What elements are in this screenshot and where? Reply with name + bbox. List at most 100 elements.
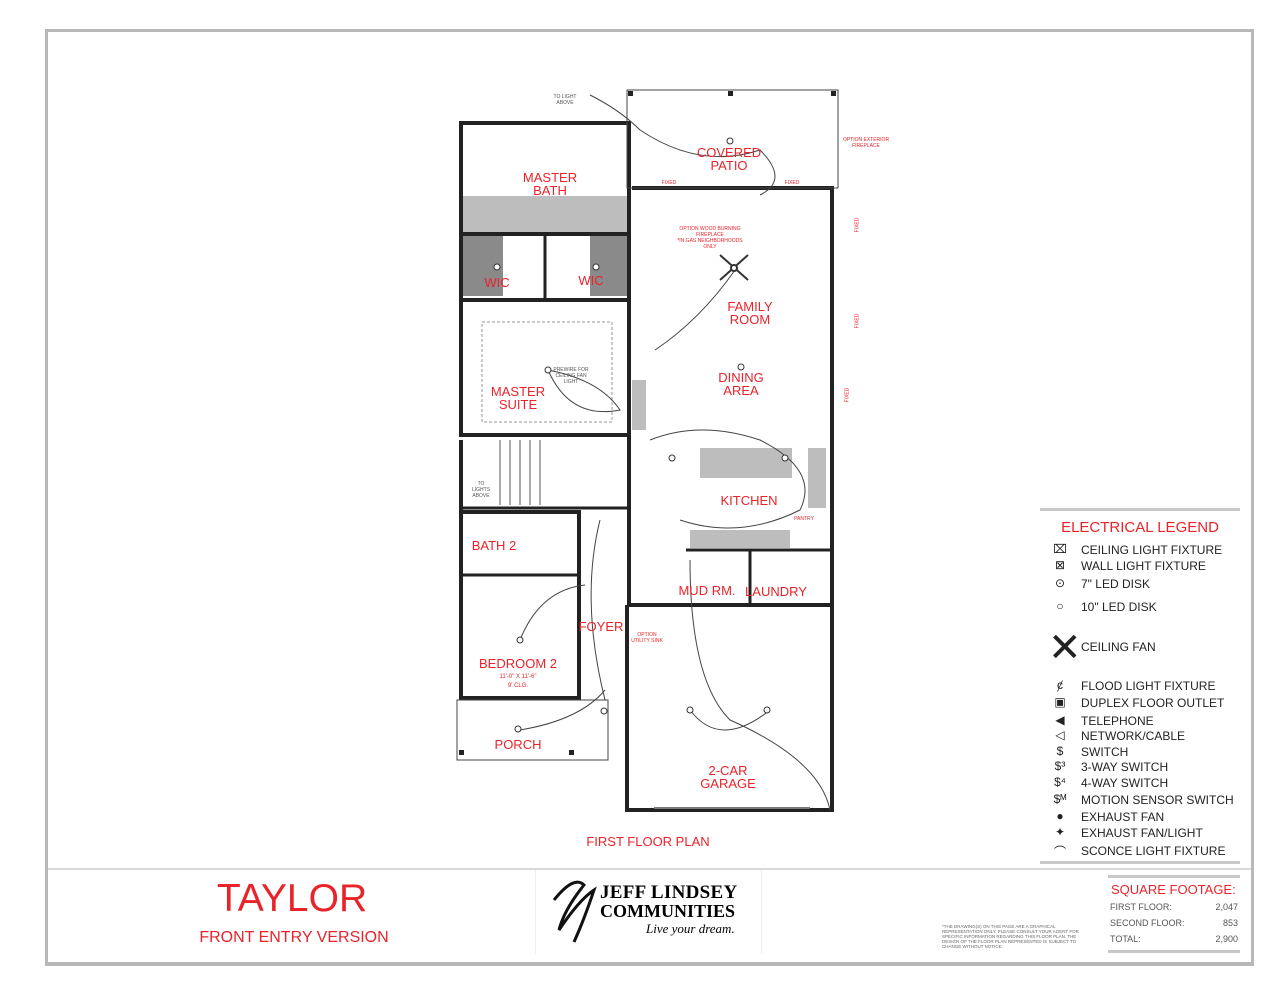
legend-item: ✦ EXHAUST FAN/LIGHT — [1040, 825, 1240, 841]
kitchen-island — [700, 448, 792, 478]
pantry-note: PANTRY — [794, 516, 814, 522]
room-label-dining-area: DINING AREA — [718, 370, 764, 398]
disclaimer: *THE DRAWING(S) ON THIS PAGE ARE A GRAPH… — [942, 924, 1079, 949]
row-label: FIRST FLOOR: — [1110, 902, 1172, 912]
legend-item: ●EXHAUST FAN — [1040, 809, 1240, 825]
room-label-master-bath: MASTER BATH — [522, 170, 578, 198]
row-value: 853 — [1222, 918, 1238, 928]
to-light-above-note: TO LIGHT ABOVE — [553, 94, 577, 106]
plan-heading: FIRST FLOOR PLAN — [586, 834, 710, 849]
room-label-master-suite: MASTER SUITE — [490, 384, 546, 412]
room-label-family-room: FAMILY ROOM — [727, 299, 773, 327]
room-label-wic: WIC — [484, 275, 510, 290]
model-version: FRONT ENTRY VERSION — [199, 929, 389, 946]
legend-item: ⌧ CEILING LIGHT FIXTURE — [1040, 542, 1240, 558]
legend-item: ⊙ 7" LED DISK — [1040, 576, 1240, 592]
room-label-bedroom-2: BEDROOM 2 — [478, 656, 558, 671]
legend-title: ELECTRICAL LEGEND — [1061, 519, 1219, 536]
legend-item: ⊠ WALL LIGHT FIXTURE — [1040, 558, 1240, 574]
legend-label: 7" LED DISK — [1081, 577, 1150, 591]
logo-monogram-icon — [552, 880, 597, 943]
bath-counter — [463, 196, 628, 232]
sconce-light-fixture-icon: ⌒ — [1053, 845, 1066, 859]
model-name: TAYLOR — [216, 877, 368, 920]
legend-label: EXHAUST FAN/LIGHT — [1081, 826, 1203, 840]
legend-label: TELEPHONE — [1081, 714, 1154, 728]
ceiling-light-fixture-icon: ⌧ — [1053, 542, 1067, 556]
legend-label: 10" LED DISK — [1081, 600, 1157, 614]
logo-tagline: Live your dream. — [646, 921, 735, 936]
exhaust-fan-icon: ● — [1056, 809, 1064, 823]
square-footage-row: FIRST FLOOR: 2,047 — [1108, 900, 1240, 916]
legend-item: $ᴹ MOTION SENSOR SWITCH — [1040, 792, 1240, 808]
legend-item: ⌒ SCONCE LIGHT FIXTURE — [1040, 843, 1240, 859]
light-fixture-icons — [493, 137, 789, 733]
room-label-bath-2: BATH 2 — [471, 538, 517, 553]
stair-storage — [632, 380, 646, 430]
bedroom-2-dimensions: 11'-0" X 11'-6" — [499, 674, 537, 680]
legend-item: ▣DUPLEX FLOOR OUTLET — [1040, 695, 1240, 711]
legend-label: SWITCH — [1081, 745, 1129, 759]
bedroom-2-ceiling: 9' CLG. — [507, 683, 529, 689]
prewire-note: PREWIRE FOR CEILING FAN LIGHT — [553, 367, 589, 385]
window-note: FIXED — [661, 180, 677, 186]
porch-outline — [456, 699, 609, 761]
room-label-kitchen: KITCHEN — [720, 493, 778, 508]
legend-label: CEILING FAN — [1081, 640, 1156, 654]
legend-label: 4-WAY SWITCH — [1081, 776, 1169, 790]
switch-icon: $ — [1056, 744, 1064, 758]
window-note: FIXED — [844, 387, 851, 403]
legend-item: ✕CEILING FAN — [1040, 626, 1240, 670]
legend-item: $ SWITCH — [1040, 744, 1240, 760]
kitchen-counter — [808, 448, 826, 508]
logo-line-1: JEFF LINDSEY — [600, 882, 738, 903]
exterior-fireplace-note: OPTION EXTERIOR FIREPLACE — [842, 137, 890, 149]
row-value: 2,047 — [1215, 902, 1238, 912]
bedroom-wing-walls — [459, 510, 581, 700]
row-label: TOTAL: — [1110, 934, 1141, 944]
network-cable-icon: ◁ — [1055, 728, 1065, 742]
row-label: SECOND FLOOR: — [1110, 918, 1185, 928]
legend-item: ○10" LED DISK — [1040, 599, 1240, 615]
electrical-legend: ELECTRICAL LEGEND ⌧ CEILING LIGHT FIXTURE… — [1040, 508, 1240, 864]
room-label-porch: PORCH — [494, 737, 542, 752]
title-block-divider — [48, 868, 1251, 870]
to-lights-above-note: TO LIGHTS ABOVE — [471, 481, 491, 499]
window-note: FIXED — [854, 217, 861, 233]
square-footage-row: TOTAL: 2,900 — [1108, 932, 1240, 948]
legend-label: NETWORK/CABLE — [1081, 729, 1186, 743]
legend-label: CEILING LIGHT FIXTURE — [1081, 543, 1223, 557]
four-way-switch-icon: $⁴ — [1054, 775, 1066, 789]
room-label-laundry: LAUNDRY — [745, 584, 807, 599]
kitchen-counter — [690, 530, 790, 548]
ceiling-fan-icon — [719, 254, 749, 281]
flood-light-fixture-icon: ȼ — [1057, 678, 1063, 692]
window-note: FIXED — [854, 313, 861, 329]
row-value: 2,900 — [1215, 934, 1238, 944]
logo-line-2: COMMUNITIES — [600, 901, 736, 921]
motion-sensor-switch-icon: $ᴹ — [1053, 792, 1067, 806]
legend-label: 3-WAY SWITCH — [1081, 760, 1169, 774]
ceiling-fan-icon: ✕ — [1048, 626, 1082, 670]
legend-item: ◀ TELEPHONE — [1040, 713, 1240, 729]
window-note: FIXED — [784, 180, 800, 186]
room-label-covered-patio: COVERED PATIO — [696, 145, 762, 173]
room-label-mud-room: MUD RM. — [678, 583, 736, 598]
builder-logo: JEFF LINDSEY COMMUNITIES Live your dream… — [535, 870, 762, 954]
exhaust-fan-light-icon: ✦ — [1054, 825, 1066, 839]
led-disk-7-icon: ⊙ — [1054, 576, 1066, 590]
patio-posts — [459, 91, 836, 755]
legend-item: $⁴ 4-WAY SWITCH — [1040, 775, 1240, 791]
wall-light-fixture-icon: ⊠ — [1054, 558, 1066, 572]
legend-label: MOTION SENSOR SWITCH — [1081, 793, 1234, 807]
legend-label: WALL LIGHT FIXTURE — [1081, 559, 1206, 573]
wiring-arc — [589, 94, 776, 196]
telephone-icon: ◀ — [1055, 713, 1065, 727]
covered-patio-outline — [626, 89, 839, 189]
legend-label: SCONCE LIGHT FIXTURE — [1081, 844, 1226, 858]
room-label-foyer: FOYER — [578, 619, 624, 634]
legend-item: ◁ NETWORK/CABLE — [1040, 728, 1240, 744]
